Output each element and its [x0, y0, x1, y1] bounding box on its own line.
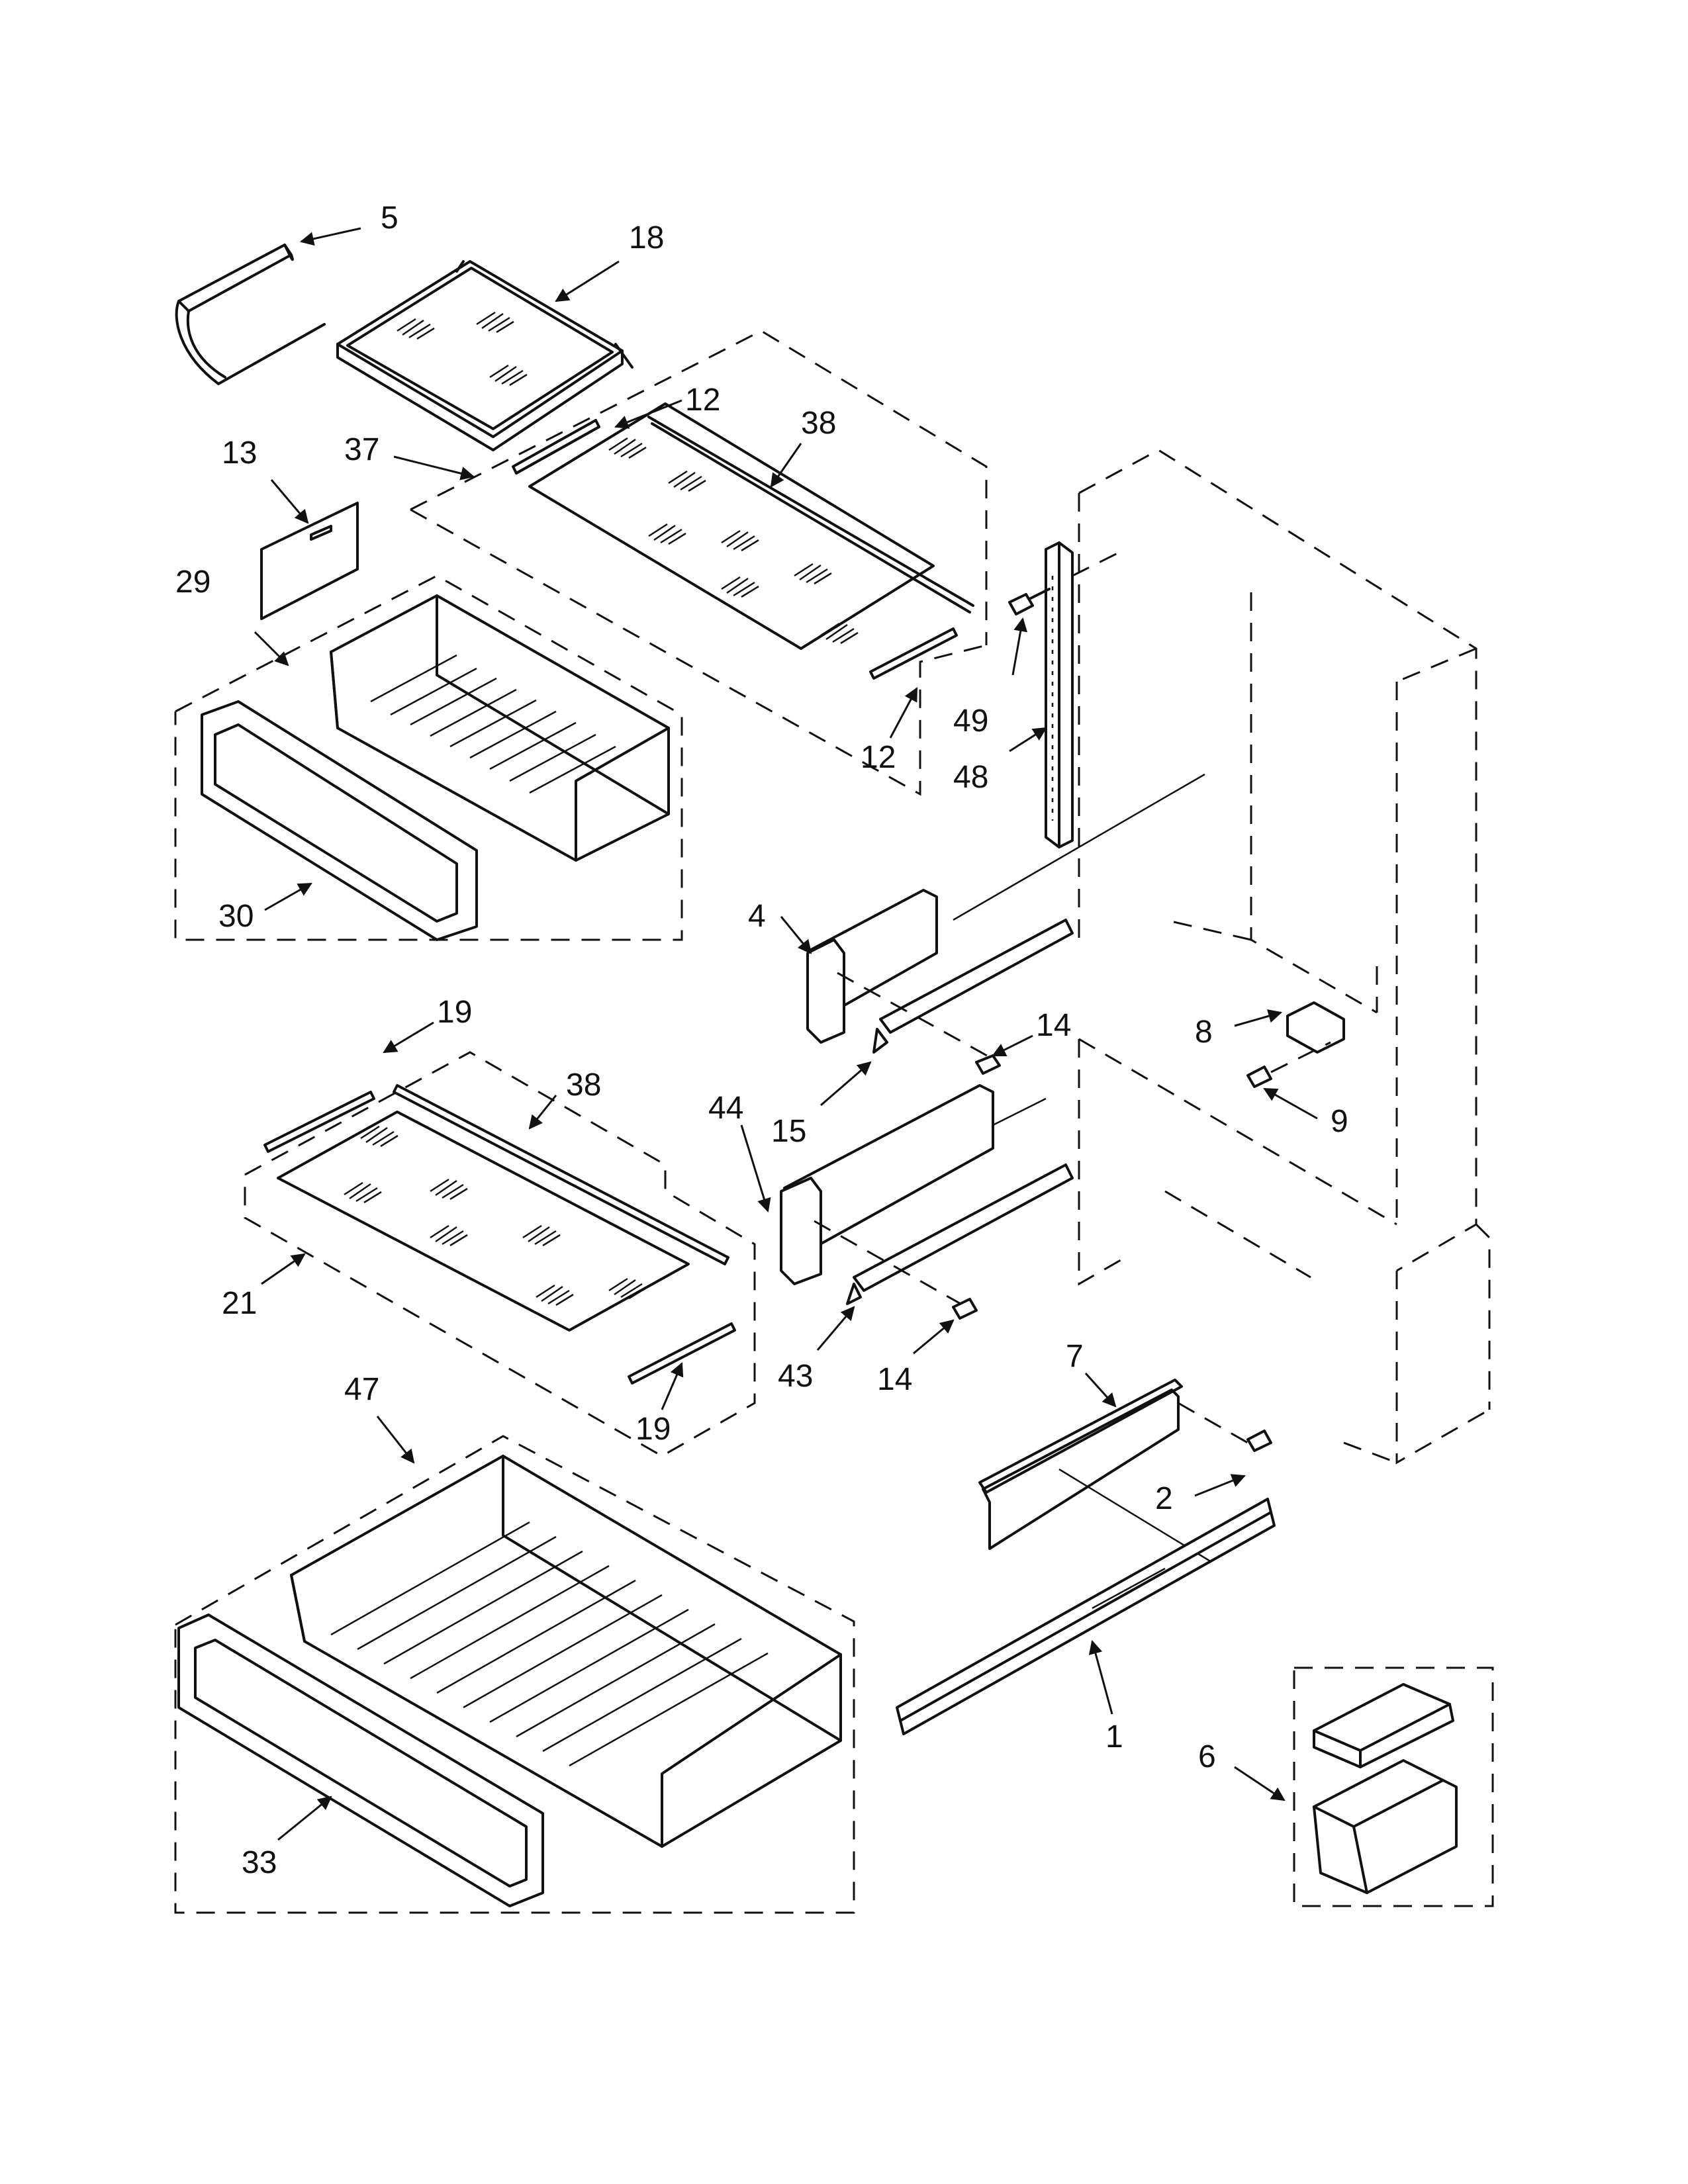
part-9-screw [1246, 1041, 1331, 1088]
callout-12: 12 [685, 383, 720, 418]
callout-33: 33 [242, 1845, 277, 1880]
part-18-slide-shelf [336, 260, 633, 451]
part-2-screw [1178, 1402, 1272, 1452]
callout-37: 37 [344, 432, 379, 467]
part-29-crisper-assembly [174, 574, 683, 941]
callout-1: 1 [1105, 1719, 1123, 1754]
callout-30: 30 [218, 899, 254, 934]
part-21-shelf-assembly [244, 1051, 756, 1457]
callout-6: 6 [1198, 1739, 1216, 1774]
callout-38: 38 [801, 406, 836, 441]
callout-12b: 12 [861, 740, 896, 775]
part-13-divider [260, 502, 359, 620]
part-48-support-rail [1045, 541, 1074, 848]
callout-14b: 14 [877, 1362, 912, 1397]
part-14-screw-lower [952, 1298, 978, 1320]
part-4-bracket [806, 889, 1074, 1060]
part-1-drawer-slide [896, 1498, 1276, 1735]
part-44-bracket [780, 1084, 1074, 1308]
callout-43: 43 [778, 1359, 813, 1394]
callout-19: 19 [437, 995, 472, 1030]
callout-2: 2 [1155, 1481, 1173, 1516]
callout-44: 44 [708, 1091, 743, 1126]
callout-18: 18 [629, 220, 664, 255]
part-5-crisper-cover [175, 244, 326, 385]
callout-29: 29 [175, 565, 211, 600]
callout-14: 14 [1036, 1008, 1071, 1043]
callout-47: 47 [344, 1372, 379, 1407]
callout-19b: 19 [635, 1412, 671, 1447]
callout-13: 13 [222, 435, 257, 471]
leader-lines [254, 227, 1318, 1841]
part-49-screw [1008, 588, 1051, 615]
callout-4: 4 [748, 899, 766, 934]
callout-38b: 38 [566, 1068, 601, 1103]
part-7-mounting-plate [978, 1379, 1183, 1550]
part-8-clip [1286, 1001, 1345, 1054]
callout-21: 21 [222, 1286, 257, 1321]
callout-8: 8 [1195, 1015, 1213, 1050]
callout-48: 48 [953, 760, 988, 795]
part-14-screw-upper [975, 1054, 1001, 1075]
callout-9: 9 [1331, 1104, 1348, 1139]
callout-15: 15 [771, 1114, 806, 1149]
part-47-drawer-assembly [174, 1435, 855, 1914]
cabinet-outline [1078, 449, 1491, 1465]
callout-5: 5 [381, 201, 399, 236]
callout-labels: 5 18 12 38 37 13 29 49 12 48 30 4 14 8 1… [175, 201, 1348, 1880]
callout-7: 7 [1066, 1339, 1084, 1374]
part-6-dairy-bin [1293, 1666, 1494, 1907]
part-37-shelf-assembly [410, 330, 988, 796]
callout-49: 49 [953, 704, 988, 739]
